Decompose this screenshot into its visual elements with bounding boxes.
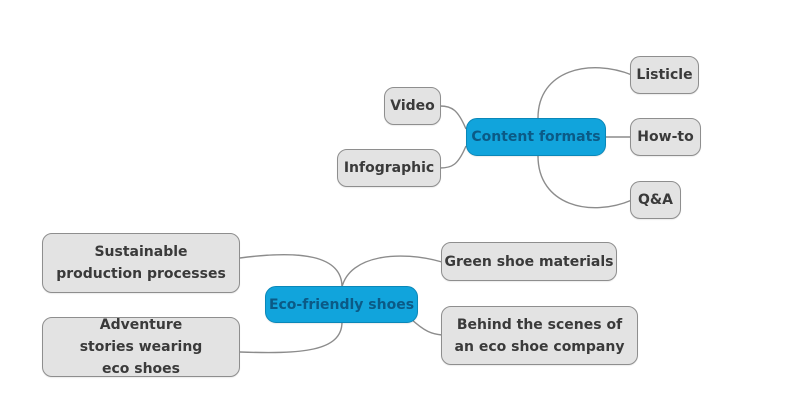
topic-content-formats[interactable]: Content formats [466, 118, 606, 156]
subtopic-green-materials[interactable]: Green shoe materials [441, 242, 617, 281]
subtopic-how-to[interactable]: How-to [630, 118, 701, 156]
link-content-qa [537, 155, 633, 209]
link-eco-green [341, 255, 443, 288]
subtopic-behind-the-scenes[interactable]: Behind the scenes of an eco shoe company [441, 306, 638, 365]
subtopic-qa[interactable]: Q&A [630, 181, 681, 219]
link-content-listicle [537, 67, 633, 119]
link-content-infographic [439, 145, 467, 169]
subtopic-infographic[interactable]: Infographic [337, 149, 441, 187]
link-eco-adventure [239, 321, 343, 354]
subtopic-listicle[interactable]: Listicle [630, 56, 699, 94]
subtopic-video[interactable]: Video [384, 87, 441, 125]
subtopic-adventure-stories[interactable]: Adventure stories wearing eco shoes [42, 317, 240, 377]
link-eco-behind [409, 317, 443, 336]
subtopic-sustainable-production[interactable]: Sustainable production processes [42, 233, 240, 293]
link-eco-sustainable [239, 253, 343, 288]
topic-eco-friendly-shoes[interactable]: Eco-friendly shoes [265, 286, 418, 323]
link-content-video [439, 105, 467, 130]
